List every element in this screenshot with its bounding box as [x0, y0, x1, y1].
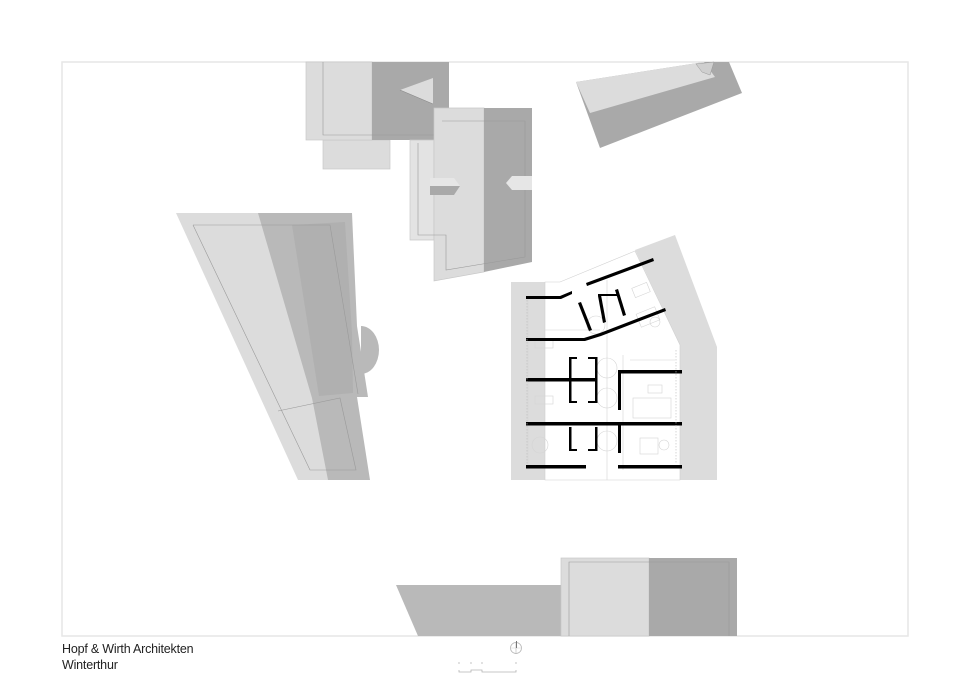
project-floor-plan	[511, 235, 717, 481]
scale-bar	[458, 662, 517, 673]
neighbor-building-left	[176, 213, 379, 480]
north-arrow-icon	[510, 641, 522, 654]
location-name: Winterthur	[62, 658, 118, 672]
architect-name: Hopf & Wirth Architekten	[62, 642, 194, 656]
neighbor-building-top-right	[576, 61, 742, 148]
title-block: Hopf & Wirth Architekten Winterthur	[62, 641, 194, 673]
neighbor-building-bottom	[396, 557, 737, 637]
neighbor-building-top-center	[409, 107, 532, 282]
